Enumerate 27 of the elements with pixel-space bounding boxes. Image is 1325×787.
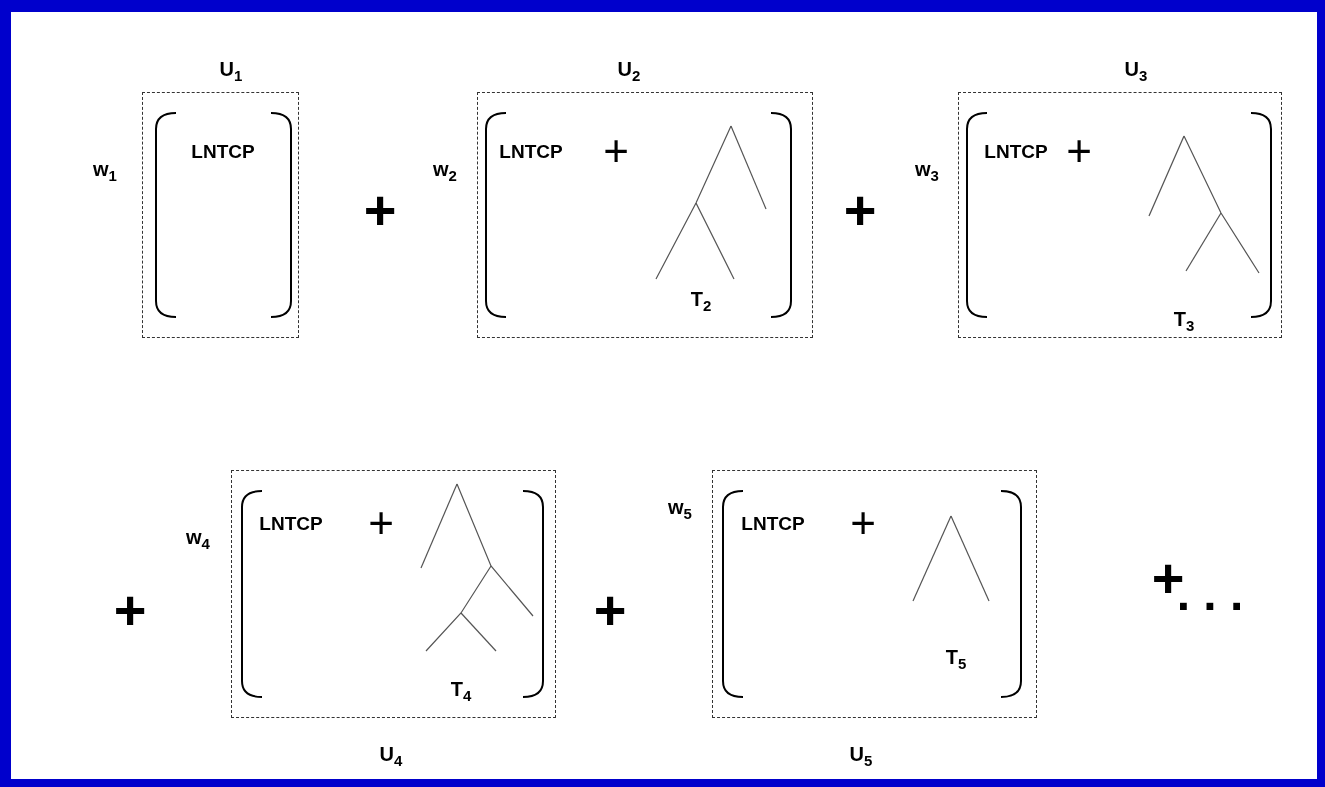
model-name: LNTCP xyxy=(259,513,323,533)
weight-label: w$_{1}$ xyxy=(93,158,117,184)
unit-heading: U$_{4}$ xyxy=(379,743,403,769)
plus-sign: + xyxy=(363,182,397,238)
plus-sign: + xyxy=(603,129,629,173)
model-name: LNTCP xyxy=(191,141,255,161)
weight-label: w$_{2}$ xyxy=(433,158,457,184)
weight-label: w$_{4}$ xyxy=(186,526,210,552)
plus-sign: + xyxy=(593,582,627,638)
plus-sign: + xyxy=(368,501,394,545)
unit-heading: U$_{3}$ xyxy=(1124,58,1148,84)
tree-label: T$_{3}$ xyxy=(1173,308,1195,334)
plus-sign: + xyxy=(843,182,877,238)
model-name: LNTCP xyxy=(499,141,563,161)
model-name: LNTCP xyxy=(984,141,1048,161)
model-name: LNTCP xyxy=(741,513,805,533)
tree-label: T$_{4}$ xyxy=(450,678,472,704)
unit-heading: U$_{1}$ xyxy=(219,58,243,84)
unit-heading: U$_{2}$ xyxy=(617,58,641,84)
plus-sign: + xyxy=(1066,129,1092,173)
plus-sign: + xyxy=(113,582,147,638)
plus-sign: + xyxy=(850,501,876,545)
tree-label: T$_{2}$ xyxy=(690,288,712,314)
weight-label: w$_{3}$ xyxy=(915,158,939,184)
weight-label: w$_{5}$ xyxy=(668,496,692,522)
tree-label: T$_{5}$ xyxy=(945,646,967,672)
unit-heading: U$_{5}$ xyxy=(849,743,873,769)
